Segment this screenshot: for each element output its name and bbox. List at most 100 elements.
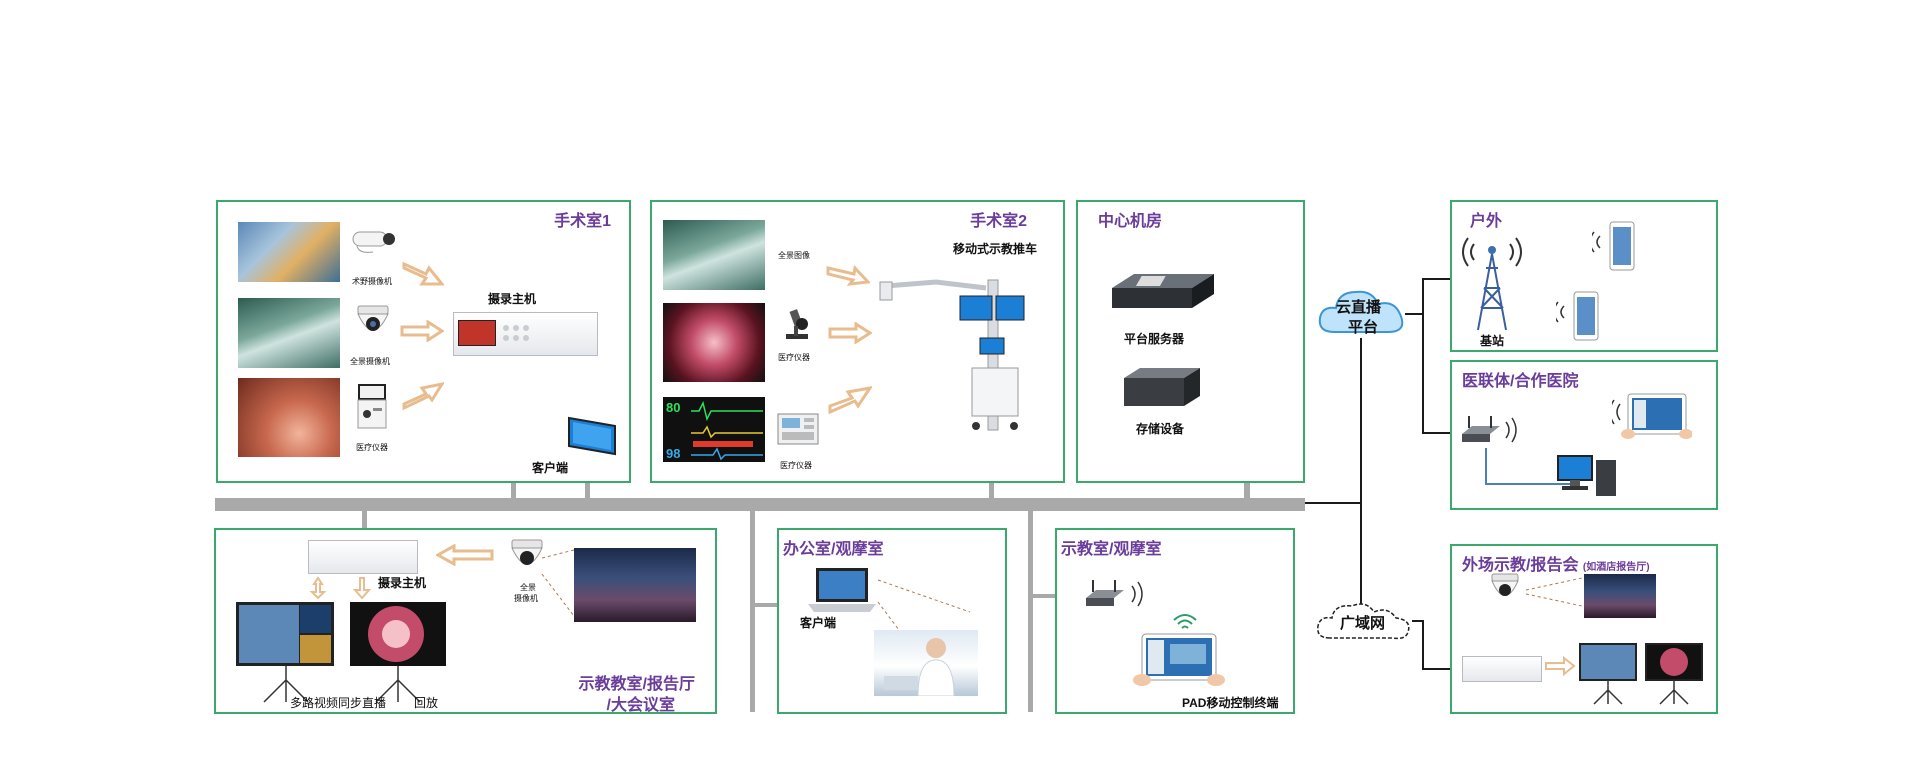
- cloud-live-label: 云直播: [1336, 299, 1382, 316]
- main-network-bus: [215, 498, 1305, 511]
- mobile-cart-label: 移动式示教推车: [953, 242, 1038, 256]
- storage-device-icon: [1122, 366, 1202, 410]
- monitor-value-top: 80: [666, 400, 681, 415]
- arrow-or2-3: [828, 384, 872, 414]
- wire-cloud-right: [1405, 313, 1423, 315]
- dome-camera-classroom: [506, 538, 548, 578]
- wire-wan-down: [1422, 620, 1424, 670]
- wan-cloud-icon: [1314, 598, 1414, 644]
- base-station-label: 基站: [1480, 334, 1505, 348]
- panoramic-room-image: [238, 298, 340, 368]
- external-title-note: (如酒店报告厅): [1582, 562, 1650, 573]
- section-outdoor-title: 户外: [1470, 213, 1503, 230]
- section-classroom-title-1: 示教教室/报告厅: [578, 676, 695, 693]
- section-teaching-title: 示教室/观摩室: [1061, 541, 1162, 558]
- medical-instrument-label-or2b: 医疗仪器: [780, 461, 812, 470]
- recorder-host-or1: [453, 312, 598, 356]
- recorder-host-or1-screen: [458, 320, 496, 346]
- base-station-tower-icon: [1460, 228, 1524, 332]
- client-label-office: 客户端: [800, 616, 837, 630]
- cloud-icon: [1316, 282, 1408, 340]
- microscope-icon: [782, 308, 812, 342]
- platform-server-icon: [1110, 272, 1216, 312]
- endoscope-image: [238, 378, 340, 457]
- external-screen-1: [1578, 642, 1640, 706]
- wire-to-outdoor: [1422, 278, 1450, 280]
- router-icon-teaching: [1084, 576, 1148, 612]
- panoramic-camera-label: 全景摄像机: [350, 357, 390, 366]
- medical-instrument-label-or2a: 医疗仪器: [778, 353, 810, 362]
- section-datacenter: 中心机房: [1076, 200, 1305, 483]
- projection-screen-2: [348, 600, 448, 704]
- mobile-teaching-cart: [876, 256, 1026, 432]
- vital-monitor-image: [663, 397, 765, 462]
- section-classroom-title-2: /大会议室: [606, 697, 675, 714]
- dome-camera-icon: [352, 304, 394, 344]
- panoramic-cam-short-1: 全景: [520, 583, 536, 592]
- medical-instrument-icon: [355, 382, 389, 430]
- client-label-or1: 客户端: [532, 461, 569, 475]
- external-hall-image: [1584, 574, 1656, 618]
- projection-screen-1: [234, 600, 338, 704]
- arrow-or1-2: [400, 320, 444, 342]
- phone-top-icon: [1592, 218, 1638, 274]
- section-datacenter-title: 中心机房: [1098, 213, 1163, 230]
- panoramic-image-or2: [663, 220, 765, 290]
- multi-live-label: 多路视频同步直播: [290, 696, 387, 710]
- wan-label: 广域网: [1340, 615, 1386, 632]
- recorder-host-external: [1462, 656, 1542, 682]
- panoramic-image-label: 全景图像: [778, 251, 810, 260]
- doctor-image: [874, 630, 978, 696]
- arrow-classroom-down-1: [308, 576, 328, 600]
- bus-drop-office: [750, 510, 755, 712]
- lecture-hall-image: [574, 548, 696, 622]
- panoramic-cam-short-2: 摄像机: [514, 594, 538, 603]
- surgical-camera-label: 术野摄像机: [352, 277, 392, 286]
- section-or1-title: 手术室1: [554, 213, 611, 230]
- laparoscope-image: [663, 303, 765, 382]
- arrow-classroom-left: [436, 544, 494, 566]
- bus-drop-classroom: [362, 510, 367, 540]
- section-teaching: 示教室/观摩室: [1055, 528, 1295, 714]
- surgical-field-image: [238, 222, 340, 282]
- recorder-host-label-or1: 摄录主机: [488, 292, 537, 306]
- external-screen-2: [1644, 642, 1706, 706]
- arrow-or1-3: [402, 380, 444, 410]
- office-dotted-lines: [876, 576, 972, 636]
- section-alliance-title: 医联体/合作医院: [1462, 373, 1579, 390]
- recorder-host-classroom: [308, 540, 418, 574]
- section-external-title: 外场示教/报告会 (如酒店报告厅): [1462, 551, 1650, 575]
- wifi-icon-teaching: [1170, 610, 1200, 630]
- wire-bus-to-cloud: [1305, 502, 1361, 504]
- recorder-host-label-classroom: 摄录主机: [378, 576, 427, 590]
- instrument-panel-icon: [776, 410, 820, 448]
- playback-label: 回放: [414, 696, 439, 710]
- bus-drop-teaching: [1028, 510, 1033, 712]
- surgical-camera-icon: [349, 226, 399, 254]
- external-dotted-lines: [1524, 574, 1584, 610]
- arrow-or2-1: [826, 262, 870, 290]
- wire-cloud-trunk: [1360, 338, 1362, 604]
- phone-bottom-icon: [1556, 288, 1602, 344]
- recorder-host-or1-keys: [500, 322, 540, 344]
- classroom-dotted-lines: [540, 548, 576, 618]
- tablet-hands-icon: [1612, 390, 1692, 440]
- wire-wan-right: [1412, 620, 1424, 622]
- wire-to-external: [1422, 668, 1458, 670]
- pad-terminal-label: PAD移动控制终端: [1182, 696, 1279, 710]
- arrow-or2-2: [828, 322, 872, 344]
- arrow-or1-1: [402, 258, 444, 288]
- router-icon-alliance: [1460, 412, 1522, 448]
- medical-instrument-label-or1: 医疗仪器: [356, 443, 388, 452]
- platform-server-label: 平台服务器: [1124, 332, 1185, 346]
- storage-device-label: 存储设备: [1136, 422, 1185, 436]
- section-or2-title: 手术室2: [970, 213, 1027, 230]
- wire-right-vertical: [1422, 278, 1424, 433]
- client-monitor-or1: [567, 414, 619, 460]
- monitor-value-bottom: 98: [666, 446, 681, 461]
- external-title-main: 外场示教/报告会: [1462, 557, 1579, 574]
- arrow-external: [1544, 656, 1576, 676]
- pad-terminal-icon: [1130, 630, 1226, 690]
- section-office-title: 办公室/观摩室: [783, 541, 884, 558]
